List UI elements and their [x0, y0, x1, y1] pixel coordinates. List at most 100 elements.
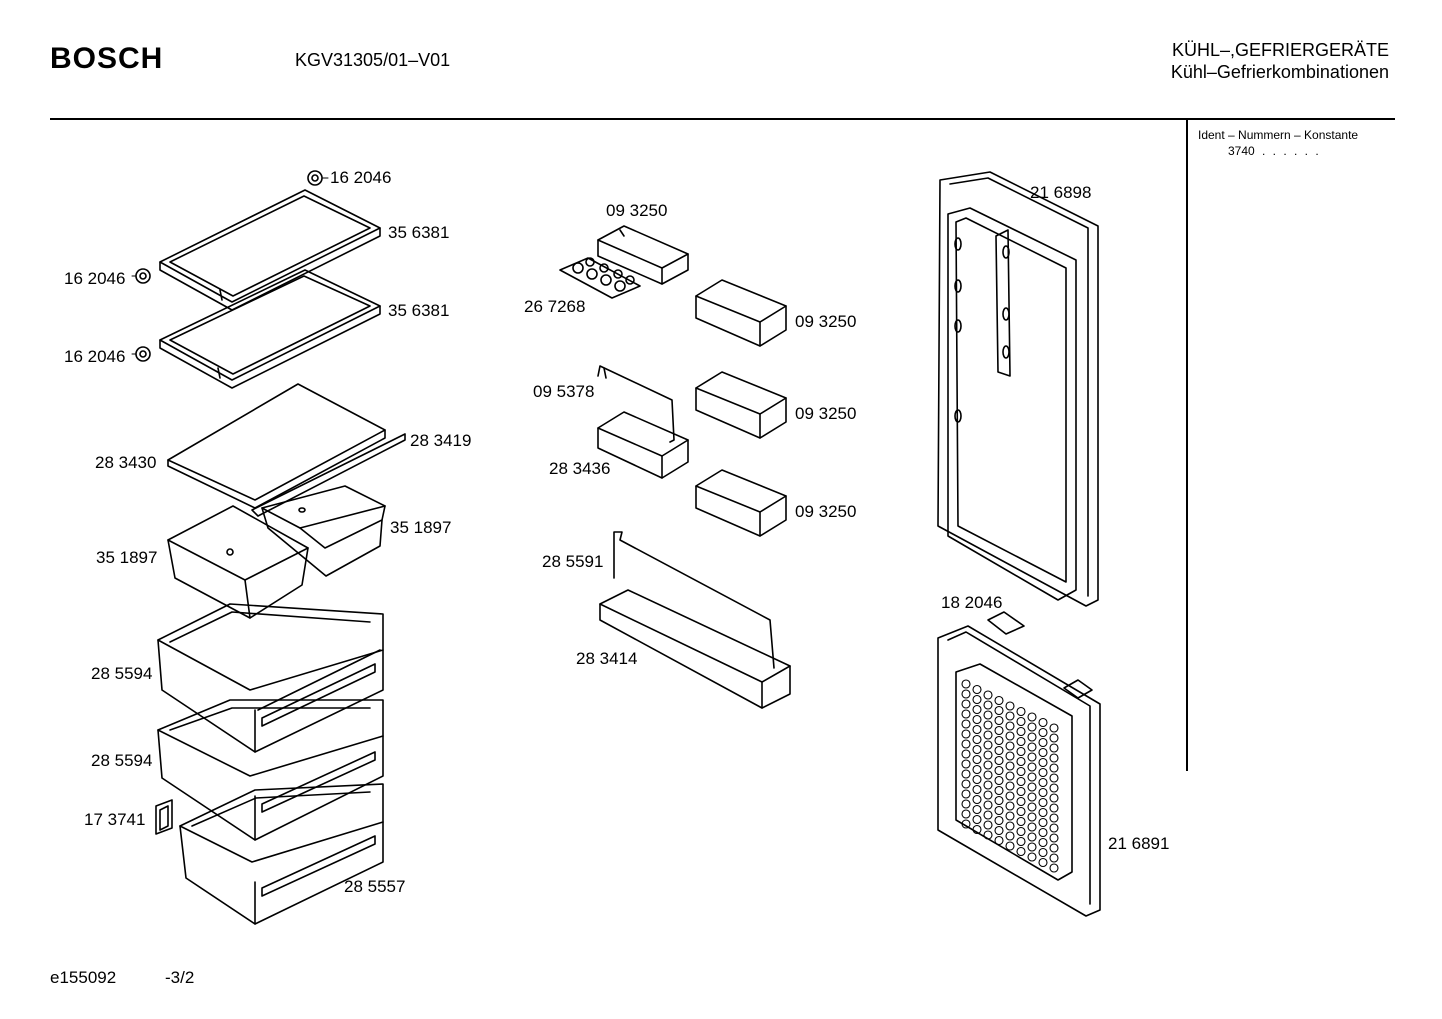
door-dimple [983, 690, 993, 700]
door-dimple [1016, 846, 1026, 857]
door-dimple [994, 755, 1004, 766]
door-dimple [1027, 802, 1037, 812]
door-dimple [1038, 727, 1048, 738]
door-dimple [961, 739, 971, 749]
door-dimple [1016, 816, 1026, 827]
door-dimple [1027, 782, 1037, 792]
vegetable-drawer-upper [157, 603, 384, 753]
door-dimple [961, 809, 971, 819]
door-dimple [961, 749, 971, 759]
door-dimple [1049, 723, 1059, 733]
door-dimple [1049, 813, 1059, 823]
door-dimple [1038, 857, 1048, 868]
door-dimple [972, 774, 982, 785]
door-dimple [1016, 716, 1026, 727]
door-dimple [1027, 812, 1037, 822]
subcategory-title: Kühl–Gefrierkombinationen [1170, 62, 1389, 82]
door-dimple [961, 799, 971, 809]
door-dimple [983, 770, 993, 780]
egg-tray [559, 257, 641, 299]
door-dimple [994, 765, 1004, 776]
door-dimple [983, 740, 993, 750]
door-dimple [961, 789, 971, 799]
part-label: 35 6381 [388, 301, 450, 320]
drawing-id: e155092 [50, 968, 117, 987]
door-bin-2 [695, 279, 787, 347]
door-dimple [972, 814, 982, 825]
part-label: 28 3430 [95, 453, 157, 472]
door-dimple [1038, 787, 1048, 798]
bottle-retainer-large [613, 531, 775, 669]
door-dimple [1027, 842, 1037, 852]
part-label: 35 6381 [388, 223, 450, 242]
door-dimple [994, 745, 1004, 756]
door-dimple [983, 720, 993, 730]
door-dimple [1038, 777, 1048, 788]
door-dimple [1038, 797, 1048, 808]
door-dimple [1049, 773, 1059, 783]
door-dimple [994, 825, 1004, 836]
part-label: 28 5594 [91, 664, 153, 683]
door-dimple [1005, 761, 1015, 771]
part-label: 28 3419 [410, 431, 472, 450]
door-dimple [1005, 721, 1015, 731]
brand-logo: BOSCH [50, 42, 164, 75]
door-dimple [961, 769, 971, 779]
door-dimple [994, 725, 1004, 736]
door-dimple [1049, 793, 1059, 803]
door-dimple [1005, 831, 1015, 841]
door-dimple [994, 835, 1004, 846]
door-dimple [1027, 742, 1037, 752]
door-dimple [1005, 701, 1015, 711]
part-label: 09 3250 [795, 404, 857, 423]
door-dimple [1016, 726, 1026, 737]
door-dimple [972, 754, 982, 765]
door-dimple [1027, 722, 1037, 732]
door-dimple [961, 709, 971, 719]
category-title: KÜHL–,GEFRIERGERÄTE [1171, 40, 1389, 60]
door-dimple [994, 775, 1004, 786]
door-dimple [983, 820, 993, 830]
door-dimple [1038, 847, 1048, 858]
part-label: 17 3741 [84, 810, 146, 829]
door-dimple [1016, 786, 1026, 797]
door-dimple [961, 699, 971, 709]
part-label: 09 3250 [606, 201, 668, 220]
door-dimple [972, 784, 982, 795]
part-label: 16 2046 [330, 168, 392, 187]
model-number: KGV31305/01–V01 [295, 50, 451, 70]
door-dimple [1049, 743, 1059, 753]
door-dimple [983, 750, 993, 760]
door-dimple [983, 790, 993, 800]
door-dimple [1027, 852, 1037, 862]
door-dimple [1005, 791, 1015, 801]
vegetable-drawer-middle [157, 699, 384, 841]
door-bin-4 [597, 411, 689, 479]
door-dimple [972, 714, 982, 725]
door-dimple [1038, 747, 1048, 758]
door-dimple [1038, 717, 1048, 728]
drawer-clip [155, 799, 173, 835]
door-dimple [1005, 731, 1015, 741]
part-label: 21 6898 [1030, 183, 1092, 202]
part-label: 16 2046 [64, 269, 126, 288]
small-drawer-left [167, 505, 309, 619]
door-dimple [972, 804, 982, 815]
part-label: 28 3414 [576, 649, 638, 668]
part-label: 28 3436 [549, 459, 611, 478]
door-dimple [1005, 841, 1015, 851]
door-dimple [961, 819, 971, 829]
door-dimple [1005, 801, 1015, 811]
door-dimple [1005, 751, 1015, 761]
door-bin-5 [695, 469, 787, 537]
part-label: 09 5378 [533, 382, 595, 401]
door-dimple [983, 730, 993, 740]
door-dimple [983, 800, 993, 810]
freezer-door-pattern [961, 679, 1059, 873]
door-dimple [983, 700, 993, 710]
door-dimple [1005, 741, 1015, 751]
door-dimple [1049, 843, 1059, 853]
part-label: 35 1897 [390, 518, 452, 537]
part-label: 09 3250 [795, 312, 857, 331]
